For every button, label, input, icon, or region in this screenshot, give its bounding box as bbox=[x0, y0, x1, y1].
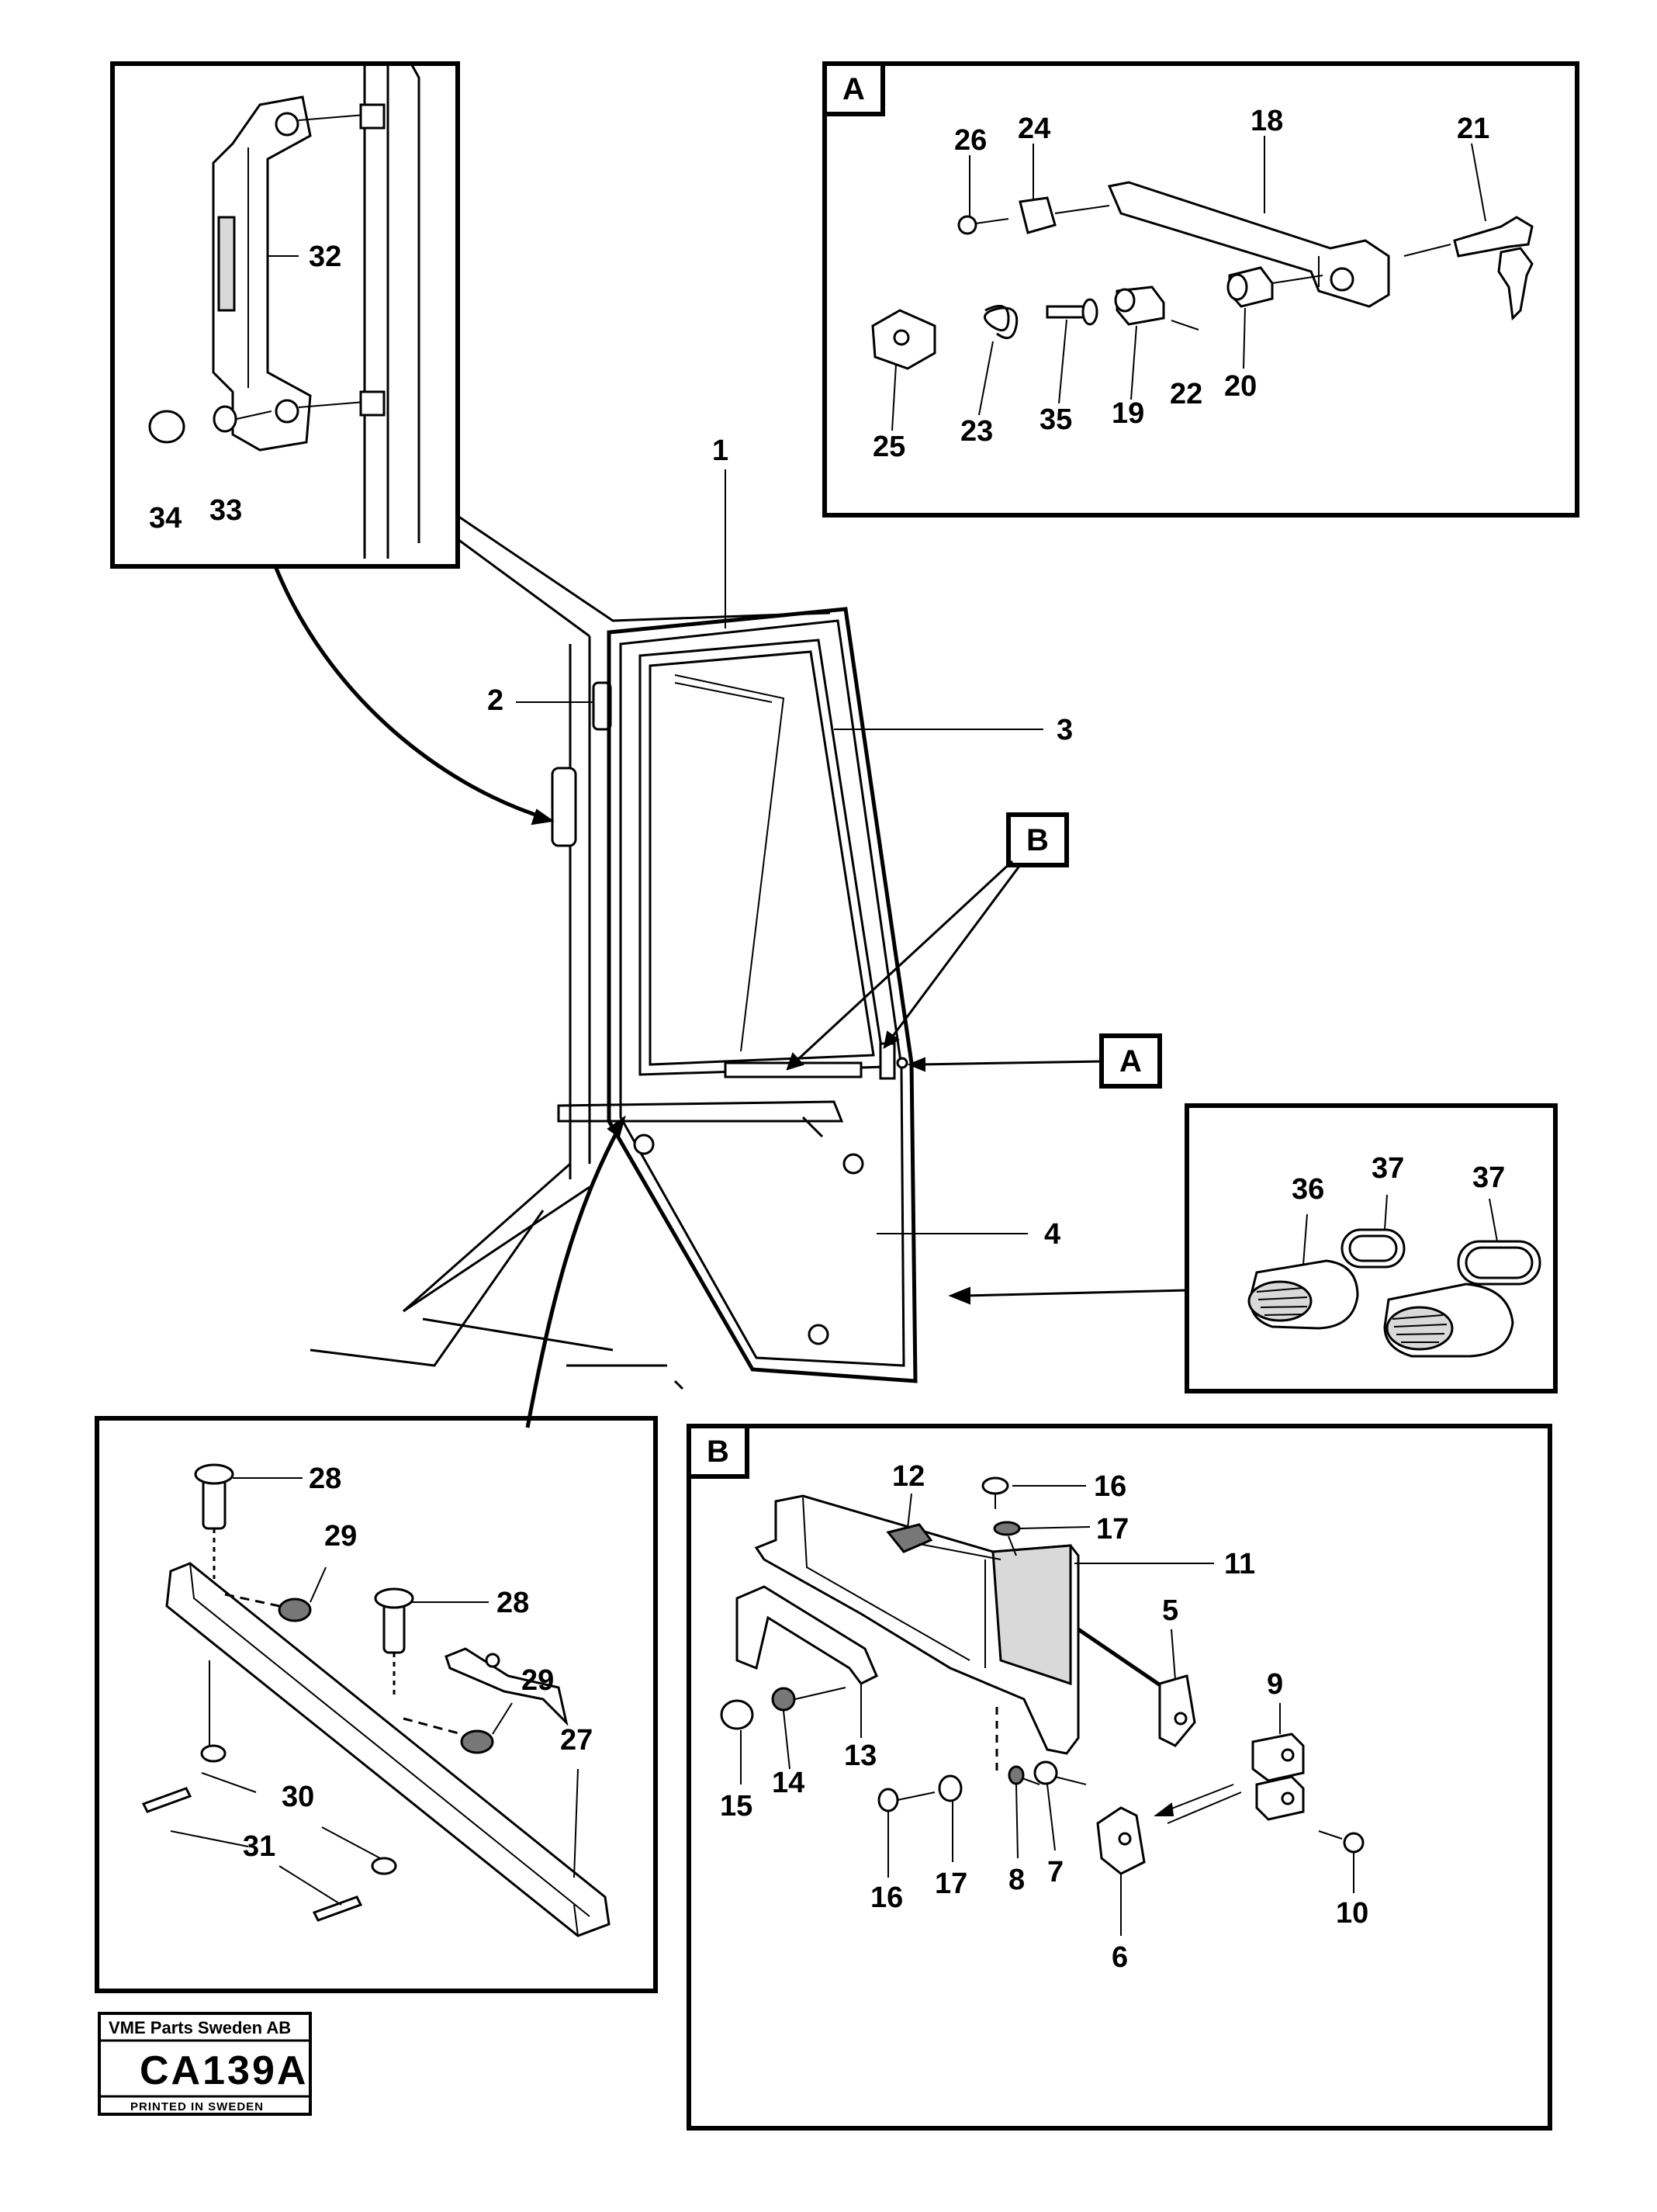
inset-vents-frame bbox=[1185, 1103, 1558, 1393]
inset-step-frame bbox=[95, 1416, 658, 1993]
part-number-5: 5 bbox=[1162, 1594, 1178, 1627]
inset-step bbox=[95, 1416, 658, 1993]
part-number-31: 31 bbox=[243, 1830, 275, 1863]
door-callout-b: B bbox=[786, 812, 1069, 1071]
part-number-17b: 17 bbox=[935, 1868, 967, 1900]
part-number-25: 25 bbox=[873, 431, 905, 463]
inset-vents bbox=[1185, 1103, 1558, 1393]
door-callout-a-label: A bbox=[1119, 1044, 1142, 1078]
part-number-7: 7 bbox=[1047, 1856, 1064, 1888]
handle-arrow bbox=[273, 566, 555, 826]
inset-a-leaders bbox=[891, 136, 1486, 431]
part-number-29a: 29 bbox=[324, 1520, 357, 1553]
part-number-33: 33 bbox=[209, 494, 242, 527]
door-callout-b-label: B bbox=[1026, 823, 1049, 857]
part-number-11: 11 bbox=[1224, 1548, 1255, 1580]
inset-detail-b bbox=[687, 1424, 1552, 2131]
catalog-stamp: VME Parts Sweden AB CA139A PRINTED IN SW… bbox=[98, 2012, 312, 2116]
stamp-printed: PRINTED IN SWEDEN bbox=[130, 2100, 264, 2113]
inset-detail-a bbox=[822, 61, 1579, 518]
part-number-3: 3 bbox=[1057, 714, 1073, 746]
stamp-company: VME Parts Sweden AB bbox=[109, 2018, 291, 2037]
door-callout-b-box bbox=[1006, 812, 1069, 867]
part-number-22: 22 bbox=[1170, 378, 1202, 410]
part-number-2: 2 bbox=[487, 684, 503, 717]
inset-a-tag-box bbox=[822, 61, 885, 116]
inset-detail-b-frame bbox=[687, 1424, 1552, 2131]
part-number-28b: 28 bbox=[496, 1587, 529, 1619]
door-side-handle bbox=[551, 681, 612, 847]
part-number-19: 19 bbox=[1112, 397, 1144, 430]
inset-detail-a-frame bbox=[822, 61, 1579, 518]
part-number-10: 10 bbox=[1336, 1897, 1368, 1930]
step-arrow bbox=[525, 1115, 626, 1428]
part-number-32: 32 bbox=[309, 241, 341, 273]
part-number-4: 4 bbox=[1044, 1218, 1060, 1251]
part-number-16b: 16 bbox=[870, 1881, 903, 1914]
inset-b-tag-box bbox=[687, 1424, 749, 1479]
detail-b-tag: B bbox=[707, 1435, 729, 1469]
part-number-6: 6 bbox=[1112, 1941, 1128, 1974]
part-number-29b: 29 bbox=[521, 1664, 554, 1697]
part-number-9: 9 bbox=[1267, 1668, 1283, 1701]
inset-grab-handle bbox=[110, 61, 460, 569]
part-number-28a: 28 bbox=[309, 1463, 341, 1495]
cab-door bbox=[557, 607, 918, 1383]
part-number-18: 18 bbox=[1251, 105, 1283, 137]
cab-structure bbox=[310, 514, 831, 1390]
part-number-23: 23 bbox=[960, 415, 993, 448]
door-leaders bbox=[516, 469, 1043, 1234]
part-number-24: 24 bbox=[1018, 113, 1050, 145]
part-number-13: 13 bbox=[844, 1739, 877, 1772]
part-number-30: 30 bbox=[282, 1781, 314, 1813]
door-callout-a-box bbox=[1099, 1033, 1162, 1089]
vent-arrow bbox=[948, 1286, 1188, 1305]
part-number-37a: 37 bbox=[1372, 1152, 1404, 1185]
part-number-35: 35 bbox=[1040, 403, 1072, 436]
part-number-14: 14 bbox=[772, 1767, 804, 1799]
part-number-1: 1 bbox=[712, 434, 728, 467]
inset-grab-handle-frame bbox=[110, 61, 460, 569]
part-number-16a: 16 bbox=[1094, 1470, 1126, 1503]
part-number-34: 34 bbox=[149, 502, 182, 535]
part-number-36: 36 bbox=[1292, 1173, 1324, 1206]
part-number-12: 12 bbox=[892, 1460, 925, 1493]
part-number-15: 15 bbox=[720, 1790, 752, 1823]
stamp-code: CA139A bbox=[140, 2048, 308, 2093]
part-number-21: 21 bbox=[1457, 113, 1489, 145]
part-number-20: 20 bbox=[1224, 370, 1257, 403]
detail-a-tag: A bbox=[842, 72, 865, 106]
part-number-17a: 17 bbox=[1096, 1513, 1129, 1546]
door-callout-a: A bbox=[907, 1033, 1162, 1089]
part-number-8: 8 bbox=[1008, 1864, 1025, 1896]
part-number-37b: 37 bbox=[1472, 1161, 1505, 1194]
part-number-26: 26 bbox=[954, 124, 987, 157]
part-number-27: 27 bbox=[560, 1724, 593, 1757]
